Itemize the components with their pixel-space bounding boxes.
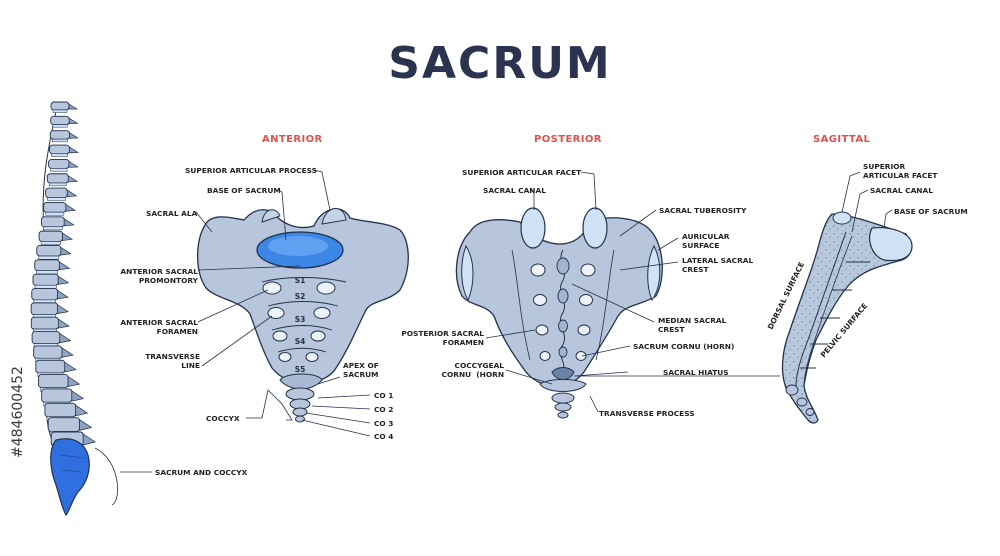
vertebra [37,245,61,256]
spinous-process [67,190,76,197]
vertebra [33,274,58,285]
spinous-process [65,362,76,372]
vertebra [42,389,72,402]
label-s3: S3 [295,315,306,324]
intervertebral-disc [43,227,62,230]
vertebra [36,360,65,373]
intervertebral-disc [41,241,60,244]
vertebra [34,346,62,358]
spinous-process [62,348,73,357]
vertebra [51,116,70,124]
label-lateral-sacral-crest: LATERAL SACRAL CREST [682,256,753,274]
intervertebral-disc [49,183,66,186]
label-transverse-process: TRANSVERSE PROCESS [599,409,695,418]
intervertebral-disc [39,256,59,259]
spinous-process [69,104,77,109]
label-anterior-sacral-foramen: ANTERIOR SACRAL FORAMEN [110,318,198,336]
vertebra [32,289,58,300]
spine-illustration [31,102,95,515]
vertebra [32,332,60,344]
intervertebral-disc [46,212,64,215]
spinous-process [59,262,69,270]
vertebra [49,159,69,168]
label-co1: CO 1 [374,391,393,400]
spinous-process [58,305,68,314]
intervertebral-disc [53,125,68,128]
label-s1: S1 [295,276,306,285]
posterior-sacrum [456,208,662,418]
label-sacral-tuberosity: SACRAL TUBEROSITY [659,206,746,215]
vertebra [50,131,69,140]
label-base-of-sacrum: BASE OF SACRUM [207,186,281,195]
spinous-process [72,391,83,401]
vertebra [35,260,60,271]
sacrum-highlight [51,439,90,515]
vertebra [46,188,68,198]
label-superior-articular-process: SUPERIOR ARTICULAR PROCESS [185,166,317,175]
vertebra [31,303,58,315]
label-sacrum-and-coccyx: SACRUM AND COCCYX [155,468,247,477]
label-sagittal-sacral-canal: SACRAL CANAL [870,186,933,195]
spinous-process [80,420,92,431]
vertebra [48,418,79,432]
label-sagittal-base-of-sacrum: BASE OF SACRUM [894,207,968,216]
label-coccyx: COCCYX [206,414,240,423]
label-s2: S2 [295,292,306,301]
vertebra [51,102,69,110]
spinous-process [58,319,69,328]
intervertebral-disc [37,271,58,274]
label-anterior-sacral-promontory: ANTERIOR SACRAL PROMONTORY [98,267,198,285]
label-s4: S4 [295,337,306,346]
label-co4: CO 4 [374,432,393,441]
vertebra [39,231,62,241]
spinous-process [69,133,77,139]
intervertebral-disc [51,168,67,171]
intervertebral-disc [52,154,68,157]
label-co3: CO 3 [374,419,393,428]
spinous-process [83,434,95,445]
spinous-process [61,247,71,255]
label-sacral-canal: SACRAL CANAL [483,186,546,195]
spinous-process [68,377,79,387]
label-auricular-surface: AURICULAR SURFACE [682,232,729,250]
vertebra [41,217,64,227]
label-co2: CO 2 [374,405,393,414]
label-sacrum-cornu: SACRUM CORNU (HORN) [633,342,734,351]
vertebra [50,145,70,154]
spinous-process [68,176,77,182]
vertebra [31,317,58,329]
spinous-process [76,405,88,415]
label-sagittal-superior-articular-facet: SUPERIOR ARTICULAR FACET [863,162,937,180]
vertebra [39,375,69,388]
sagittal-sacrum [783,212,912,423]
vertebra [47,174,68,183]
label-coccygeal-cornu: COCCYGEAL CORNU (HORN [430,361,504,379]
spinous-process [66,204,75,211]
intervertebral-disc [52,139,67,142]
spinous-process [64,219,73,226]
vertebra [44,202,66,212]
label-s5: S5 [295,365,306,374]
spinous-process [58,291,68,299]
spinous-process [63,233,73,240]
spinous-process [58,276,68,284]
spinous-process [69,161,78,167]
spinous-process [60,334,71,343]
label-transverse-line: TRANSVERSE LINE [130,352,200,370]
spinous-process [69,147,78,153]
spinous-process [69,118,77,123]
label-apex-of-sacrum: APEX OF SACRUM [343,361,379,379]
intervertebral-disc [48,198,66,201]
label-sacral-hiatus: SACRAL HIATUS [663,368,729,377]
label-median-sacral-crest: MEDIAN SACRAL CREST [658,316,726,334]
vertebra [45,403,76,416]
label-sacral-ala: SACRAL ALA [146,209,197,218]
intervertebral-disc [53,110,67,113]
label-posterior-sacral-foramen: POSTERIOR SACRAL FORAMEN [398,329,484,347]
label-superior-articular-facet: SUPERIOR ARTICULAR FACET [462,168,581,177]
